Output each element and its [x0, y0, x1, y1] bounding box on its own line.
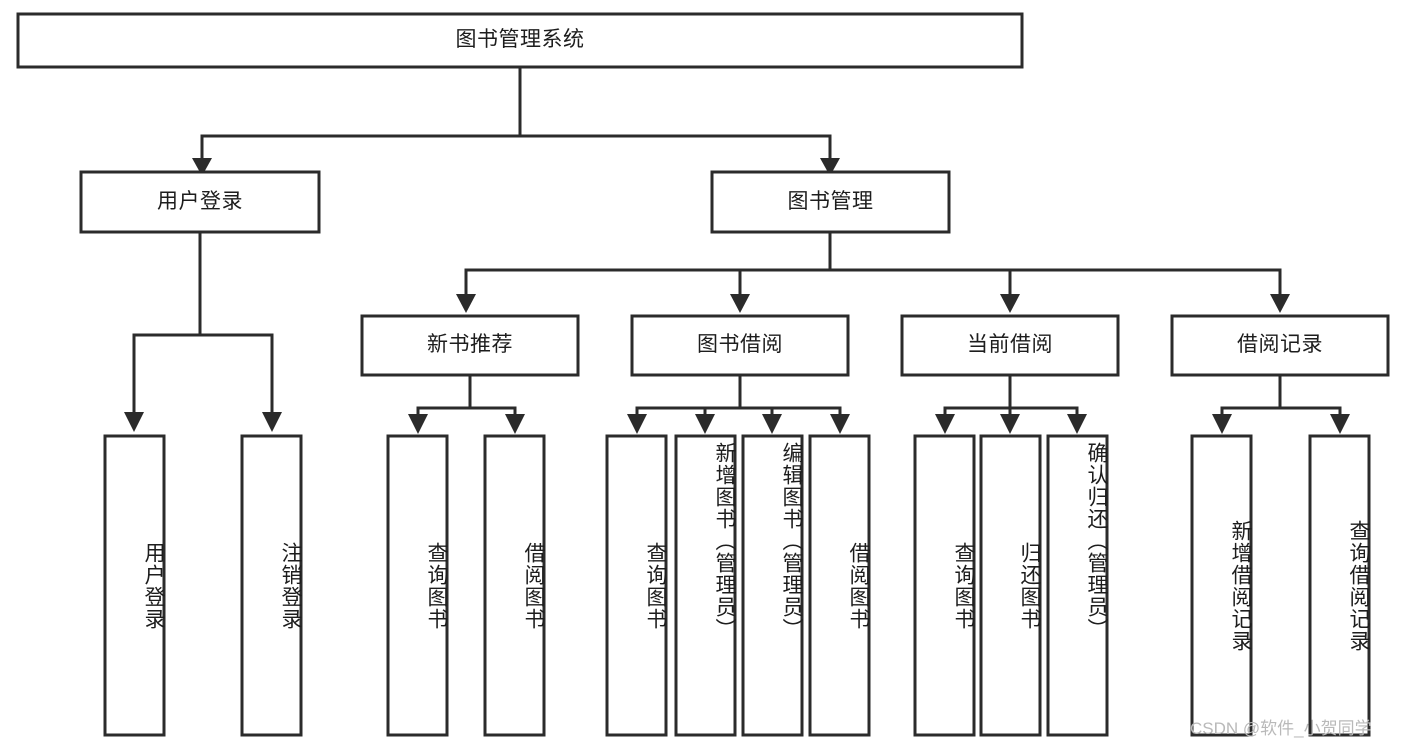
- node-box-new-book-rec[interactable]: [360, 314, 580, 377]
- node-box-leaf-query-books-1[interactable]: [386, 434, 449, 737]
- node-box-leaf-user-login[interactable]: [103, 434, 166, 737]
- node-box-leaf-query-books-3[interactable]: [913, 434, 976, 737]
- node-box-book-borrow[interactable]: [630, 314, 850, 377]
- node-box-leaf-confirm-return[interactable]: [1046, 434, 1109, 737]
- node-box-user-login[interactable]: [79, 170, 321, 234]
- node-box-leaf-query-record[interactable]: [1308, 434, 1371, 737]
- node-box-leaf-edit-book[interactable]: [741, 434, 804, 737]
- node-box-leaf-borrow-books-1[interactable]: [483, 434, 546, 737]
- node-box-book-manage[interactable]: [710, 170, 951, 234]
- node-box-leaf-add-book[interactable]: [674, 434, 737, 737]
- node-box-current-borrow[interactable]: [900, 314, 1120, 377]
- node-box-leaf-logout[interactable]: [240, 434, 303, 737]
- node-box-borrow-record[interactable]: [1170, 314, 1390, 377]
- node-box-leaf-add-record[interactable]: [1190, 434, 1253, 737]
- node-box-leaf-query-books-2[interactable]: [605, 434, 668, 737]
- node-box-root[interactable]: [16, 12, 1024, 69]
- csdn-watermark: CSDN @软件_小贺同学: [1190, 719, 1372, 738]
- node-box-leaf-borrow-books-2[interactable]: [808, 434, 871, 737]
- node-box-leaf-return-book[interactable]: [979, 434, 1042, 737]
